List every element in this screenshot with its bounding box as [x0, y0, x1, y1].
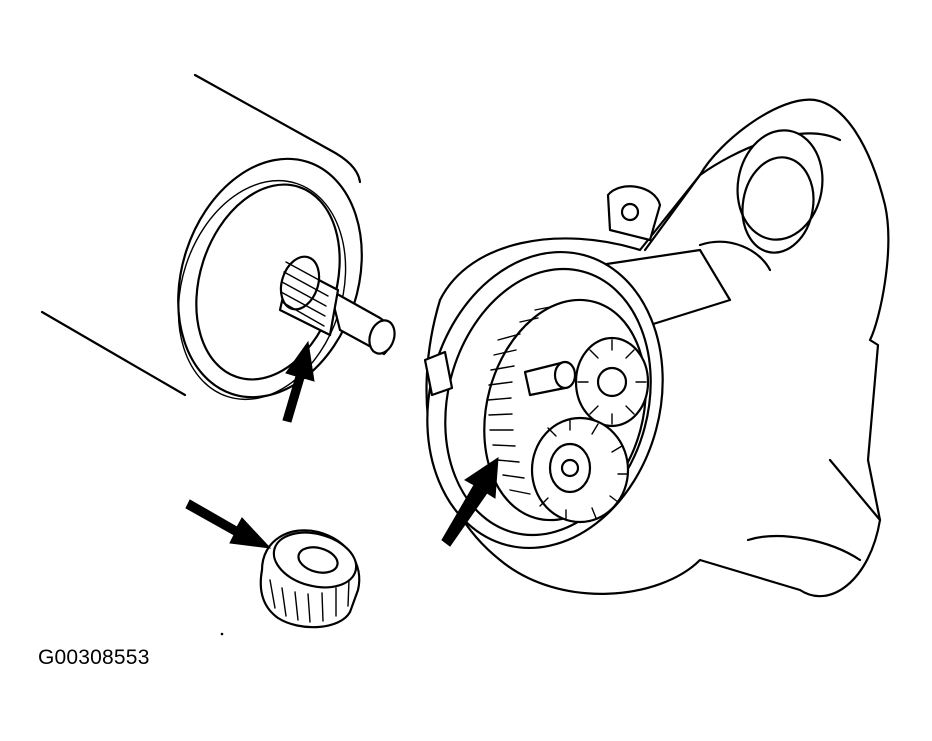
planet-gear-lower [530, 416, 630, 524]
figure-id-label: G00308553 [38, 646, 150, 669]
planet-gear-upper [574, 336, 650, 428]
arrow-to-shaft-gear [282, 340, 315, 423]
sun-gear-part [259, 529, 361, 629]
motor-armature-assembly [40, 73, 363, 401]
armature-shaft-gear [278, 255, 396, 356]
arrow-to-ring-gear [441, 457, 499, 547]
planetary-gear-housing [423, 98, 890, 598]
speck [220, 632, 224, 636]
arrow-to-sun-gear [185, 499, 272, 549]
